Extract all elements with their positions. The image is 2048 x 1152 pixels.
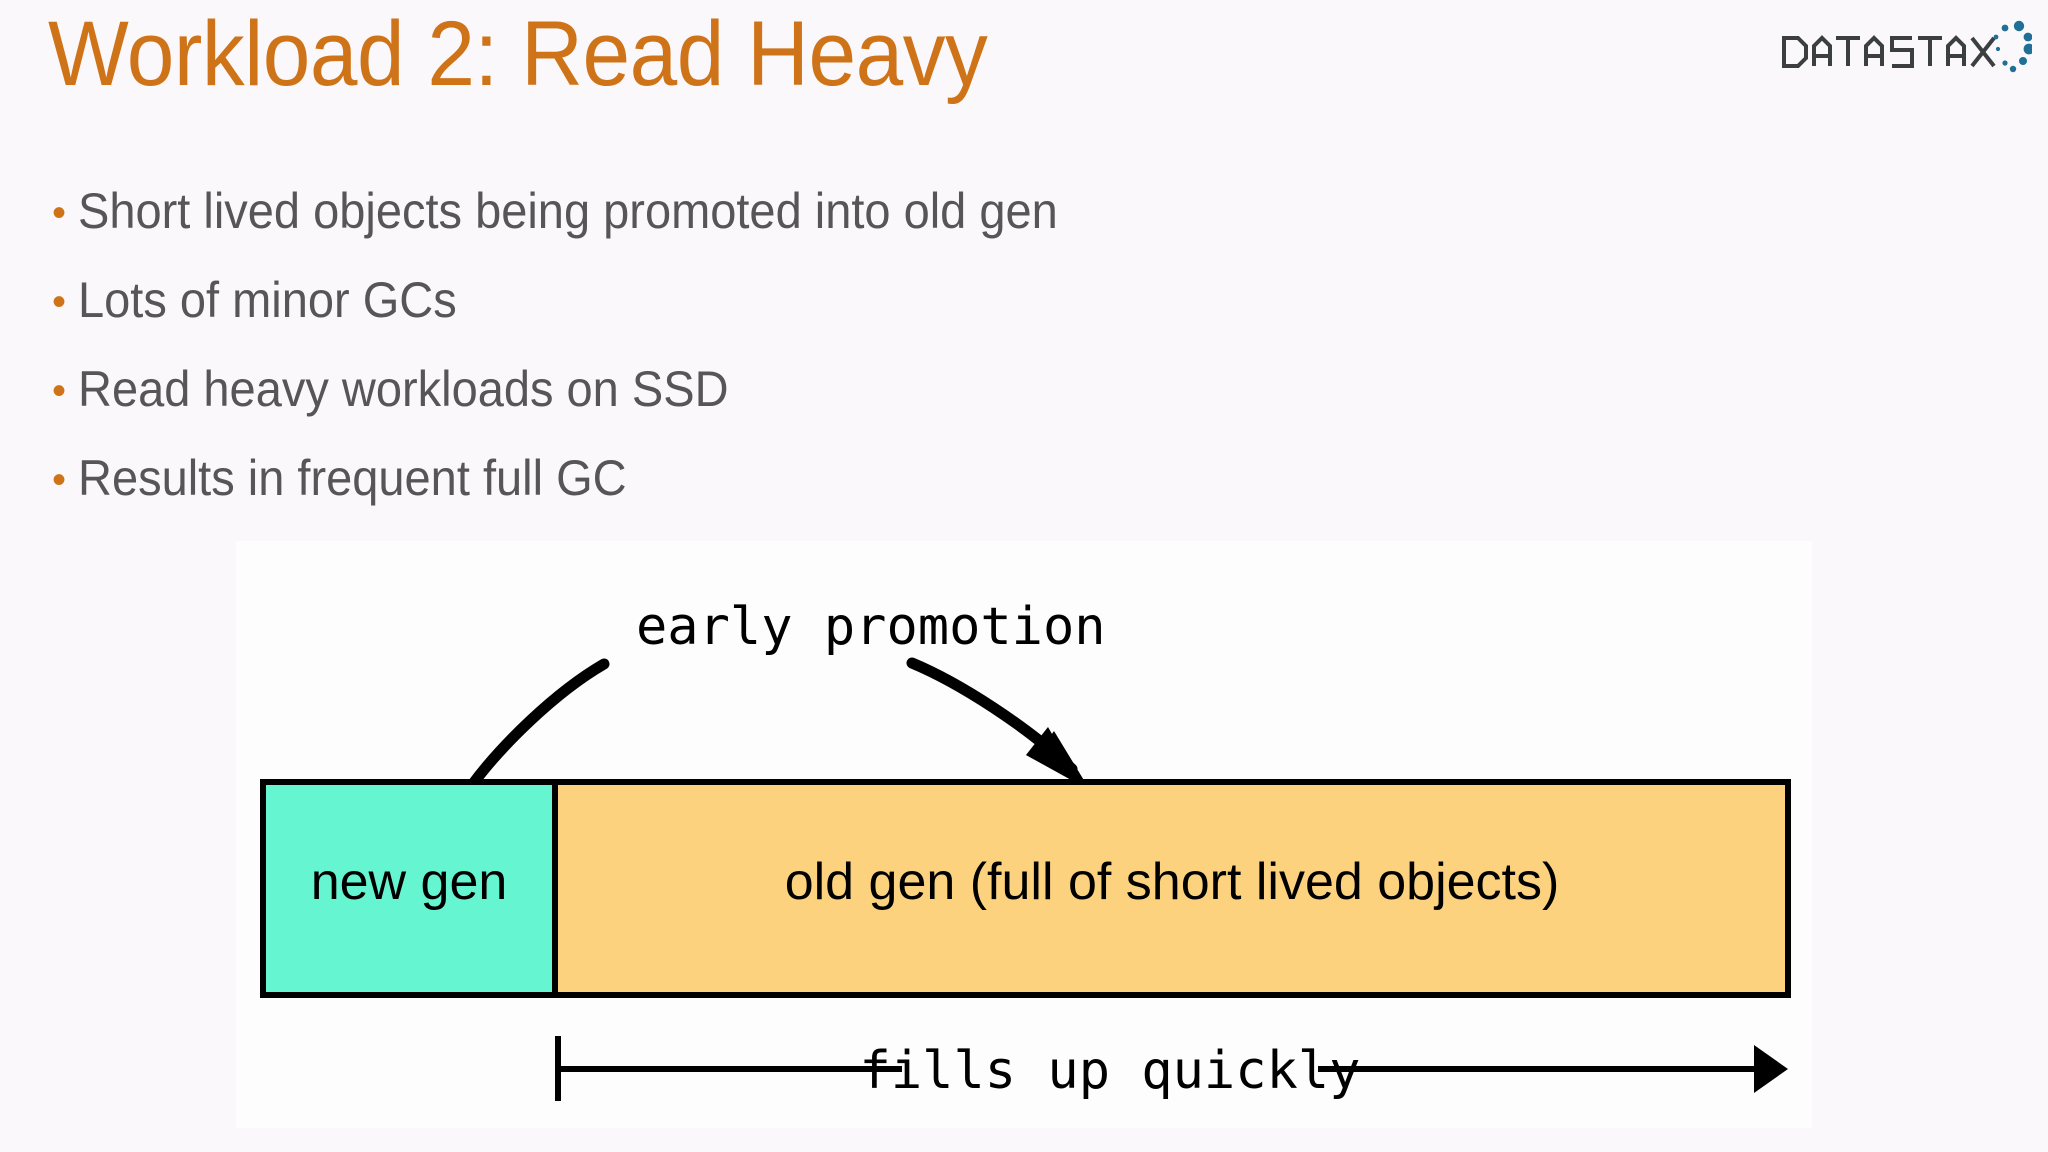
old-gen-label: old gen (full of short lived objects) xyxy=(785,853,1560,911)
bullet-list: • Short lived objects being promoted int… xyxy=(52,182,1552,538)
bullet-text: Lots of minor GCs xyxy=(78,272,457,328)
bullet-text: Read heavy workloads on SSD xyxy=(78,361,729,417)
fills-up-quickly-label: fills up quickly xyxy=(860,1041,1361,1101)
list-item: • Lots of minor GCs xyxy=(52,271,1552,360)
datastax-wordmark-glyphs xyxy=(1782,35,1996,68)
bullet-marker-icon: • xyxy=(52,280,67,324)
list-item: • Read heavy workloads on SSD xyxy=(52,360,1552,449)
fills-up-arrow xyxy=(555,1036,1788,1101)
new-gen-label: new gen xyxy=(311,853,508,911)
bullet-marker-icon: • xyxy=(52,369,67,413)
datastax-logo xyxy=(1776,16,2032,80)
bullet-marker-icon: • xyxy=(52,458,67,502)
list-item: • Results in frequent full GC xyxy=(52,449,1552,538)
page-title: Workload 2: Read Heavy xyxy=(48,3,988,105)
list-item: • Short lived objects being promoted int… xyxy=(52,182,1552,271)
bullet-text: Short lived objects being promoted into … xyxy=(78,183,1058,239)
bullet-marker-icon: • xyxy=(52,191,67,235)
old-gen-box xyxy=(552,779,1791,998)
measure-arrowhead-icon xyxy=(1754,1045,1788,1093)
bullet-text: Results in frequent full GC xyxy=(78,450,627,506)
promotion-arrow-left xyxy=(466,658,610,791)
datastax-logo-dots xyxy=(1993,20,2032,73)
early-promotion-label: early promotion xyxy=(636,597,1106,657)
heap-diagram-panel: early promotion new gen old gen (full of… xyxy=(236,541,1812,1128)
promotion-arrowhead-fill-icon xyxy=(1026,727,1082,786)
